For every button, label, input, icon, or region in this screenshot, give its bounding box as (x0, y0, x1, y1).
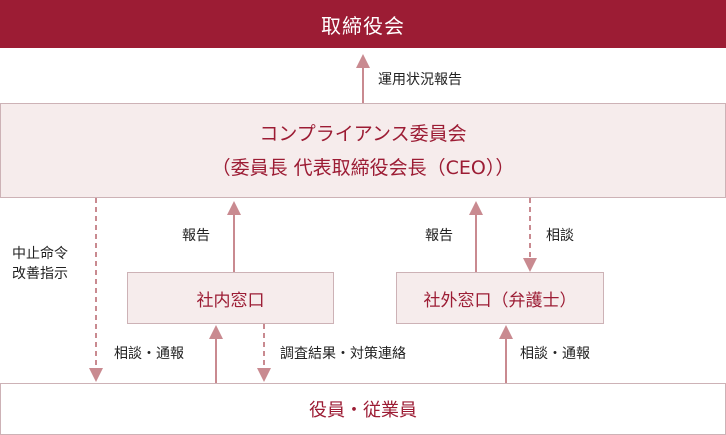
internal-desk-label: 社内窓口 (196, 290, 265, 311)
committee-name: コンプライアンス委員会 (259, 122, 467, 145)
board-of-directors-box: 取締役会 (0, 0, 726, 48)
instruction-label-line1: 中止命令 (12, 246, 68, 262)
arrowhead-internal-to-staff (257, 368, 271, 382)
internal-to-staff-label: 調査結果・対策連絡 (280, 346, 406, 362)
compliance-committee-box: コンプライアンス委員会 （委員長 代表取締役会長（CEO）） (0, 103, 726, 198)
arrowhead-external-down (523, 258, 537, 272)
board-label: 取締役会 (321, 13, 405, 38)
external-report-label: 報告 (425, 228, 453, 244)
instruction-label-line2: 改善指示 (12, 266, 68, 282)
internal-desk-box: 社内窓口 (127, 272, 334, 324)
external-consult-label: 相談 (546, 228, 574, 244)
operation-report-label: 運用状況報告 (378, 72, 462, 88)
arrowhead-staff-left (89, 368, 103, 382)
internal-report-label: 報告 (182, 228, 210, 244)
committee-detail: （委員長 代表取締役会長（CEO）） (211, 156, 515, 179)
staff-to-internal-label: 相談・通報 (114, 346, 184, 362)
arrowhead-internal-up (227, 201, 241, 215)
staff-label: 役員・従業員 (309, 400, 417, 421)
external-desk-box: 社外窓口（弁護士） (396, 272, 604, 324)
staff-to-external-label: 相談・通報 (520, 346, 590, 362)
external-desk-label: 社外窓口（弁護士） (423, 290, 577, 311)
officers-employees-box: 役員・従業員 (0, 383, 726, 435)
arrowhead-staff-to-external (499, 325, 513, 339)
arrowhead-external-up (469, 201, 483, 215)
arrowhead-board (356, 54, 370, 68)
arrowhead-staff-to-internal (209, 325, 223, 339)
